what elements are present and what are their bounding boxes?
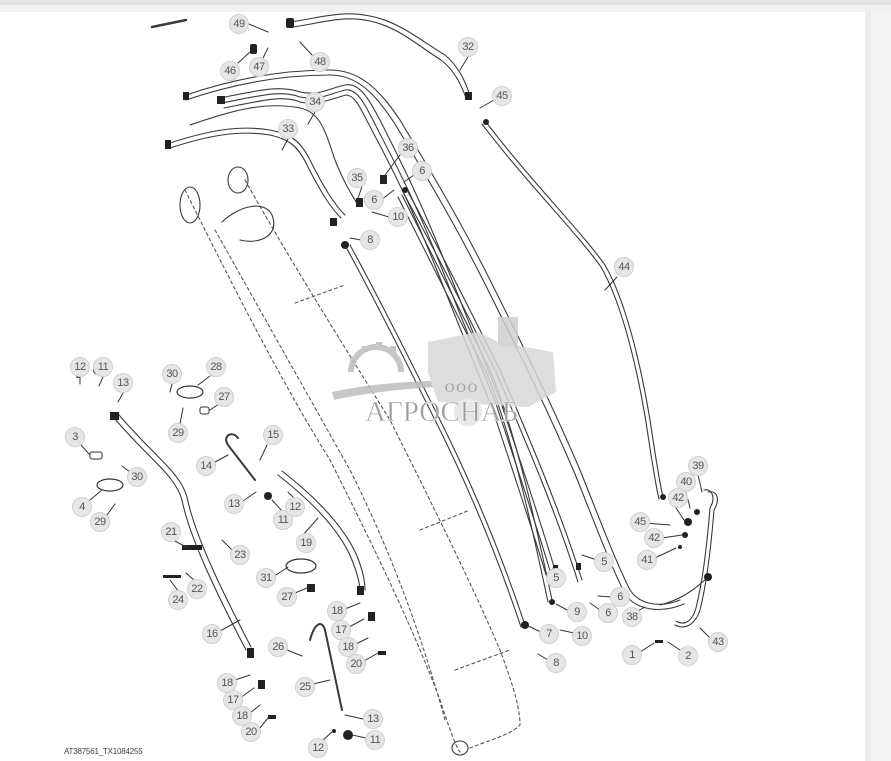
callout-18[interactable]: 18	[217, 673, 237, 693]
callout-21[interactable]: 21	[161, 522, 181, 542]
callout-13[interactable]: 13	[224, 494, 244, 514]
callout-8[interactable]: 8	[360, 230, 380, 250]
hose-16	[113, 414, 252, 651]
scroll-track-edge	[865, 12, 871, 761]
callout-19[interactable]: 19	[296, 533, 316, 553]
callout-28[interactable]: 28	[206, 357, 226, 377]
callout-10[interactable]: 10	[388, 207, 408, 227]
viewer-top-bar	[0, 0, 891, 5]
viewer-scroll-track[interactable]	[865, 12, 891, 761]
hose-33	[169, 105, 359, 219]
callout-13[interactable]: 13	[113, 373, 133, 393]
callout-46[interactable]: 46	[220, 61, 240, 81]
boom-pivot-left	[179, 186, 201, 224]
callout-49[interactable]: 49	[229, 14, 249, 34]
callout-33[interactable]: 33	[278, 119, 298, 139]
callout-44[interactable]: 44	[614, 257, 634, 277]
callout-23[interactable]: 23	[230, 545, 250, 565]
hose-43	[674, 489, 718, 628]
callout-47[interactable]: 47	[249, 57, 269, 77]
callout-39[interactable]: 39	[688, 456, 708, 476]
callout-24[interactable]: 24	[168, 590, 188, 610]
callout-5[interactable]: 5	[594, 552, 614, 572]
hose-pair-upper	[185, 69, 685, 610]
callout-27[interactable]: 27	[277, 587, 297, 607]
callout-20[interactable]: 20	[241, 722, 261, 742]
hose-32	[289, 13, 471, 99]
callout-7[interactable]: 7	[539, 624, 559, 644]
callout-14[interactable]: 14	[196, 456, 216, 476]
callout-25[interactable]: 25	[295, 677, 315, 697]
callout-10[interactable]: 10	[572, 626, 592, 646]
callout-30[interactable]: 30	[127, 467, 147, 487]
callout-45[interactable]: 45	[630, 512, 650, 532]
tube-25	[309, 623, 343, 711]
boom-bracket	[221, 205, 275, 242]
boom-outline	[184, 179, 521, 753]
callout-20[interactable]: 20	[346, 654, 366, 674]
callout-34[interactable]: 34	[305, 92, 325, 112]
boom-pivot-top	[227, 166, 249, 194]
tube-14	[225, 433, 256, 481]
callout-6[interactable]: 6	[364, 190, 384, 210]
figure-caption: AT387561_TX1084255	[64, 747, 143, 756]
callout-41[interactable]: 41	[637, 550, 657, 570]
callout-9[interactable]: 9	[567, 602, 587, 622]
watermark-name: АГРОСНАБ	[365, 396, 519, 429]
callout-32[interactable]: 32	[458, 37, 478, 57]
callout-6[interactable]: 6	[598, 603, 618, 623]
callout-38[interactable]: 38	[622, 607, 642, 627]
callout-16[interactable]: 16	[202, 624, 222, 644]
callout-35[interactable]: 35	[347, 168, 367, 188]
callout-27[interactable]: 27	[214, 387, 234, 407]
fittings	[76, 18, 712, 740]
callout-8[interactable]: 8	[546, 653, 566, 673]
callout-13[interactable]: 13	[363, 709, 383, 729]
callout-2[interactable]: 2	[678, 646, 698, 666]
callout-12[interactable]: 12	[70, 357, 90, 377]
callout-29[interactable]: 29	[90, 512, 110, 532]
callout-6[interactable]: 6	[610, 587, 630, 607]
callout-48[interactable]: 48	[310, 52, 330, 72]
callout-1[interactable]: 1	[622, 645, 642, 665]
rod-part	[150, 18, 188, 29]
callout-15[interactable]: 15	[263, 425, 283, 445]
hose-19	[277, 470, 366, 593]
callout-18[interactable]: 18	[327, 601, 347, 621]
callout-30[interactable]: 30	[162, 364, 182, 384]
callout-42[interactable]: 42	[644, 528, 664, 548]
callout-26[interactable]: 26	[268, 637, 288, 657]
callout-12[interactable]: 12	[285, 497, 305, 517]
callout-22[interactable]: 22	[187, 579, 207, 599]
callout-36[interactable]: 36	[398, 138, 418, 158]
callout-31[interactable]: 31	[256, 568, 276, 588]
hose-34-bundle	[219, 84, 556, 579]
callout-45[interactable]: 45	[492, 86, 512, 106]
callout-4[interactable]: 4	[72, 497, 92, 517]
callout-5[interactable]: 5	[546, 568, 566, 588]
callout-6[interactable]: 6	[412, 161, 432, 181]
callout-11[interactable]: 11	[93, 357, 113, 377]
callout-3[interactable]: 3	[65, 427, 85, 447]
watermark-prefix: ООО	[445, 380, 480, 395]
callout-42[interactable]: 42	[668, 488, 688, 508]
leader-lines	[79, 23, 711, 742]
callout-29[interactable]: 29	[168, 423, 188, 443]
callout-12[interactable]: 12	[308, 738, 328, 758]
callout-11[interactable]: 11	[365, 730, 385, 750]
tube-44	[481, 121, 664, 500]
boom-pivot-bottom	[451, 740, 469, 756]
callout-43[interactable]: 43	[708, 632, 728, 652]
